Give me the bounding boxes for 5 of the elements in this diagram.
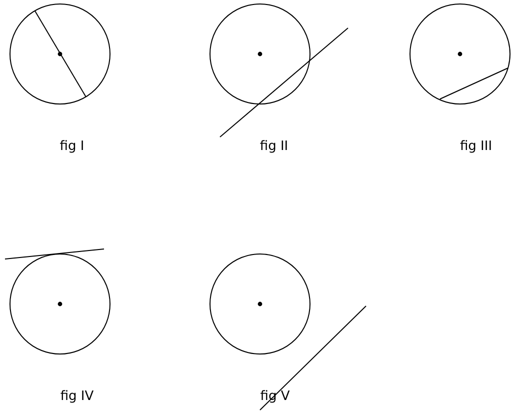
figure-label: fig III [460,139,492,154]
figure-label: fig IV [60,389,94,404]
figure-label: fig I [60,139,84,154]
figure-label: fig V [260,389,290,404]
figure-label: fig II [260,139,288,154]
